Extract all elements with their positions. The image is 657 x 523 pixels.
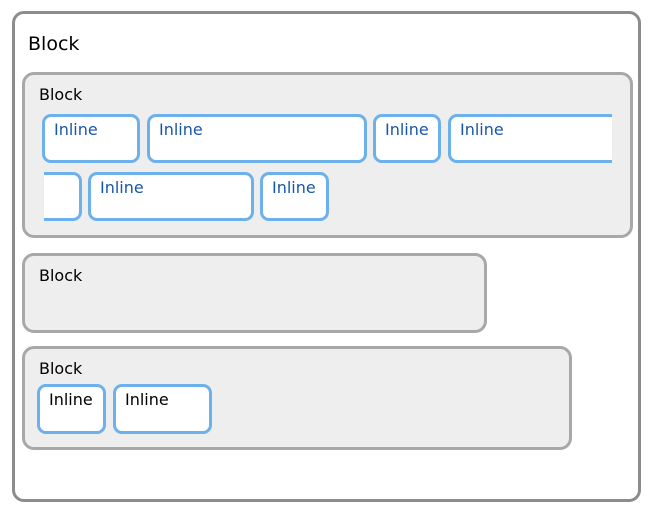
inline-box-4-end <box>44 172 82 221</box>
block-3-label: Block <box>39 359 83 378</box>
inline-box-5: Inline <box>88 172 254 221</box>
inline-box-6-label: Inline <box>272 178 316 197</box>
inline-box-2: Inline <box>147 114 367 163</box>
block-2: Block <box>22 253 487 333</box>
inline-box-7: Inline <box>37 384 106 434</box>
inline-box-8-label: Inline <box>125 390 169 409</box>
inline-box-6: Inline <box>260 172 329 221</box>
inline-box-3-label: Inline <box>385 120 429 139</box>
block-1-label: Block <box>39 85 83 104</box>
inline-box-4-label: Inline <box>460 120 504 139</box>
block-2-label: Block <box>39 266 83 285</box>
inline-box-5-label: Inline <box>100 178 144 197</box>
inline-box-1-label: Inline <box>54 120 98 139</box>
outer-block-label: Block <box>28 33 80 55</box>
inline-box-1: Inline <box>42 114 140 163</box>
inline-box-8: Inline <box>113 384 212 434</box>
inline-box-2-label: Inline <box>159 120 203 139</box>
inline-box-3: Inline <box>373 114 441 163</box>
inline-box-7-label: Inline <box>49 390 93 409</box>
inline-box-4-start: Inline <box>448 114 612 163</box>
